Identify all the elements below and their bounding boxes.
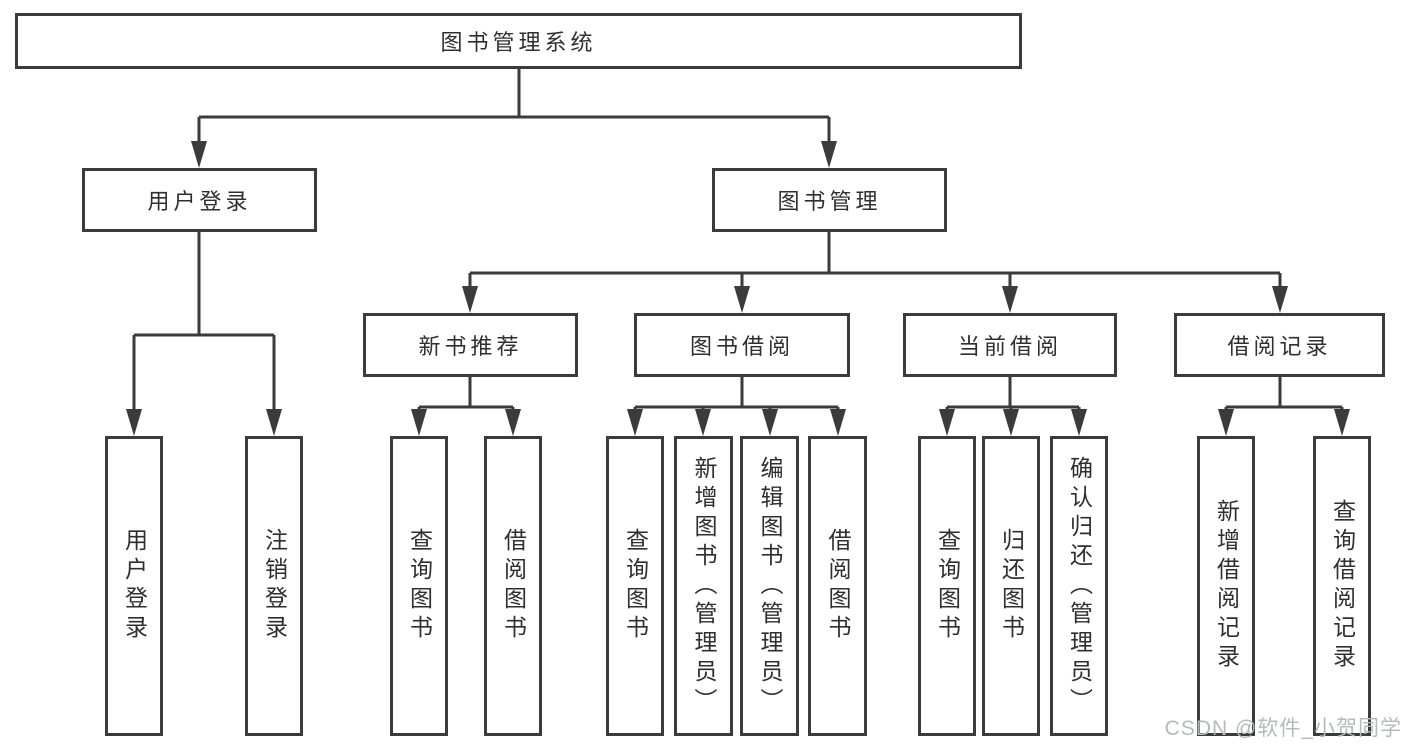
node-book-management: 图书管理: [712, 168, 947, 232]
leaf-confirm-return-admin: 确认归还（管理员）: [1050, 436, 1108, 736]
node-current-borrowing-label: 当前借阅: [957, 334, 1062, 359]
node-new-book-recommend: 新书推荐: [363, 313, 578, 377]
csdn-watermark: CSDN @软件_小贺同学: [1164, 717, 1402, 740]
leaf-add-book-admin: 新增图书（管理员）: [674, 436, 733, 736]
leaf-query-books-1: 查询图书: [390, 436, 448, 736]
leaf-user-login: 用户登录: [105, 436, 163, 736]
node-user-login-label: 用户登录: [147, 189, 252, 214]
leaf-logout: 注销登录: [245, 436, 303, 736]
leaf-return-book: 归还图书: [982, 436, 1040, 736]
leaf-query-books-3: 查询图书: [918, 436, 976, 736]
node-current-borrowing: 当前借阅: [903, 313, 1117, 377]
node-root: 图书管理系统: [15, 13, 1022, 69]
leaf-add-borrow-record: 新增借阅记录: [1197, 436, 1255, 736]
node-book-borrowing: 图书借阅: [634, 313, 850, 377]
node-borrow-records-label: 借阅记录: [1227, 334, 1332, 359]
node-borrow-records: 借阅记录: [1174, 313, 1385, 377]
leaf-query-books-2: 查询图书: [606, 436, 664, 736]
node-new-book-recommend-label: 新书推荐: [418, 334, 523, 359]
node-book-borrowing-label: 图书借阅: [689, 334, 794, 359]
leaf-edit-book-admin: 编辑图书（管理员）: [740, 436, 799, 736]
leaf-query-borrow-record: 查询借阅记录: [1313, 436, 1371, 736]
leaf-borrow-books-2: 借阅图书: [808, 436, 867, 736]
node-user-login: 用户登录: [82, 168, 317, 232]
node-root-label: 图书管理系统: [440, 30, 597, 55]
node-book-management-label: 图书管理: [777, 189, 882, 214]
leaf-borrow-books-1: 借阅图书: [484, 436, 542, 736]
